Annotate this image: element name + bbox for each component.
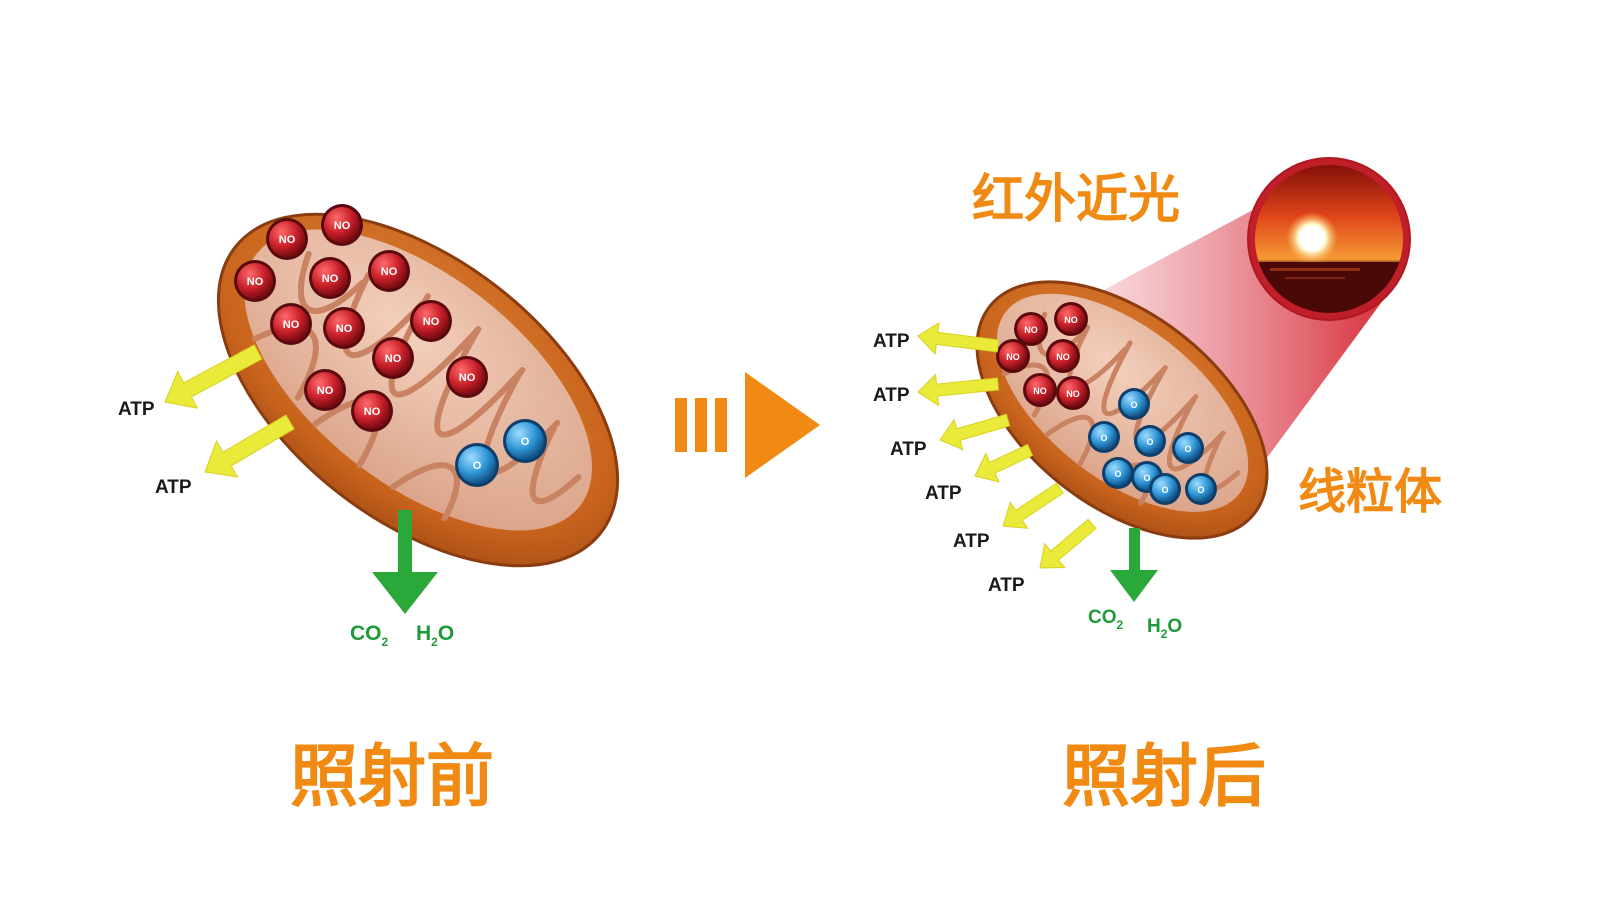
molecule-label: O (1197, 485, 1204, 495)
molecule-label: NO (364, 406, 381, 418)
molecule-label: NO (336, 323, 353, 335)
caption-after: 照射后 (1062, 738, 1266, 817)
molecule-label: NO (423, 316, 440, 328)
atp-label: ATP (925, 483, 962, 504)
no-molecule: NO (1054, 302, 1088, 336)
no-molecule: NO (266, 218, 308, 260)
h2o-label: H2O (416, 622, 454, 649)
no-molecule: NO (321, 204, 363, 246)
o2-molecule: O (503, 419, 547, 463)
transition-arrow (675, 372, 820, 478)
o2-molecule: O (1134, 425, 1166, 457)
waste-arrow (372, 510, 438, 614)
waste-arrow (1110, 528, 1158, 602)
molecule-label: NO (334, 220, 351, 232)
co2-label: CO2 (1088, 607, 1124, 632)
atp-arrow: ATP (873, 373, 1000, 407)
no-molecule: NO (1056, 376, 1090, 410)
molecule-label: NO (1024, 325, 1038, 335)
atp-label: ATP (873, 385, 910, 406)
molecule-label: NO (381, 266, 398, 278)
no-molecule: NO (351, 390, 393, 432)
o2-molecule: O (1172, 432, 1204, 464)
atp-label: ATP (988, 575, 1025, 596)
molecule-label: O (473, 460, 482, 472)
molecule-label: NO (1066, 389, 1080, 399)
atp-label: ATP (155, 477, 192, 498)
molecule-label: NO (1033, 386, 1047, 396)
no-molecule: NO (410, 300, 452, 342)
co2-label: CO2 (350, 622, 389, 649)
o2-molecule: O (1102, 457, 1134, 489)
molecule-label: NO (385, 353, 402, 365)
atp-arrow: ATP (873, 321, 1000, 355)
no-molecule: NO (372, 337, 414, 379)
h2o-label: H2O (1147, 616, 1182, 641)
molecule-label: O (1184, 444, 1191, 454)
molecule-label: O (521, 436, 530, 448)
molecule-label: O (1130, 400, 1137, 410)
atp-arrow: ATP (953, 482, 1065, 552)
molecule-label: NO (1056, 352, 1070, 362)
o2-molecule: O (455, 443, 499, 487)
atp-label: ATP (953, 531, 990, 552)
no-molecule: NO (446, 356, 488, 398)
molecule-label: NO (459, 372, 476, 384)
molecule-label: O (1114, 469, 1121, 479)
mitochondrion-before: NO NO NO NO NO NO NO NO NO NO NO NO O O ATP ATP CO2 H2… (118, 204, 620, 649)
no-molecule: NO (1014, 312, 1048, 346)
no-molecule: NO (234, 260, 276, 302)
atp-label: ATP (873, 331, 910, 352)
no-molecule: NO (1023, 373, 1057, 407)
o2-molecule: O (1149, 473, 1181, 505)
atp-arrow: ATP (155, 414, 295, 498)
o2-molecule: O (1185, 473, 1217, 505)
light-source (1247, 157, 1411, 321)
o2-molecule: O (1118, 388, 1150, 420)
molecule-label: O (1143, 473, 1150, 483)
molecule-label: NO (283, 319, 300, 331)
no-molecule: NO (309, 257, 351, 299)
molecule-label: NO (1006, 352, 1020, 362)
atp-arrow: ATP (988, 518, 1097, 596)
atp-arrow: ATP (925, 443, 1034, 504)
light-label: 红外近光 (972, 170, 1180, 230)
organelle-label: 线粒体 (1298, 464, 1442, 520)
atp-label: ATP (118, 399, 155, 420)
no-molecule: NO (304, 369, 346, 411)
atp-arrow: ATP (118, 344, 263, 420)
molecule-label: O (1146, 437, 1153, 447)
molecule-label: NO (279, 234, 296, 246)
molecule-label: O (1161, 485, 1168, 495)
molecule-label: O (1100, 433, 1107, 443)
no-molecule: NO (323, 307, 365, 349)
atp-arrow: ATP (890, 413, 1011, 460)
molecule-label: NO (1064, 315, 1078, 325)
no-molecule: NO (368, 250, 410, 292)
no-molecule: NO (996, 339, 1030, 373)
molecule-label: NO (322, 273, 339, 285)
molecule-label: NO (317, 385, 334, 397)
molecule-label: NO (247, 276, 264, 288)
o2-molecule: O (1088, 421, 1120, 453)
no-molecule: NO (1046, 339, 1080, 373)
caption-before: 照射前 (290, 738, 494, 817)
no-molecule: NO (270, 303, 312, 345)
atp-label: ATP (890, 439, 927, 460)
